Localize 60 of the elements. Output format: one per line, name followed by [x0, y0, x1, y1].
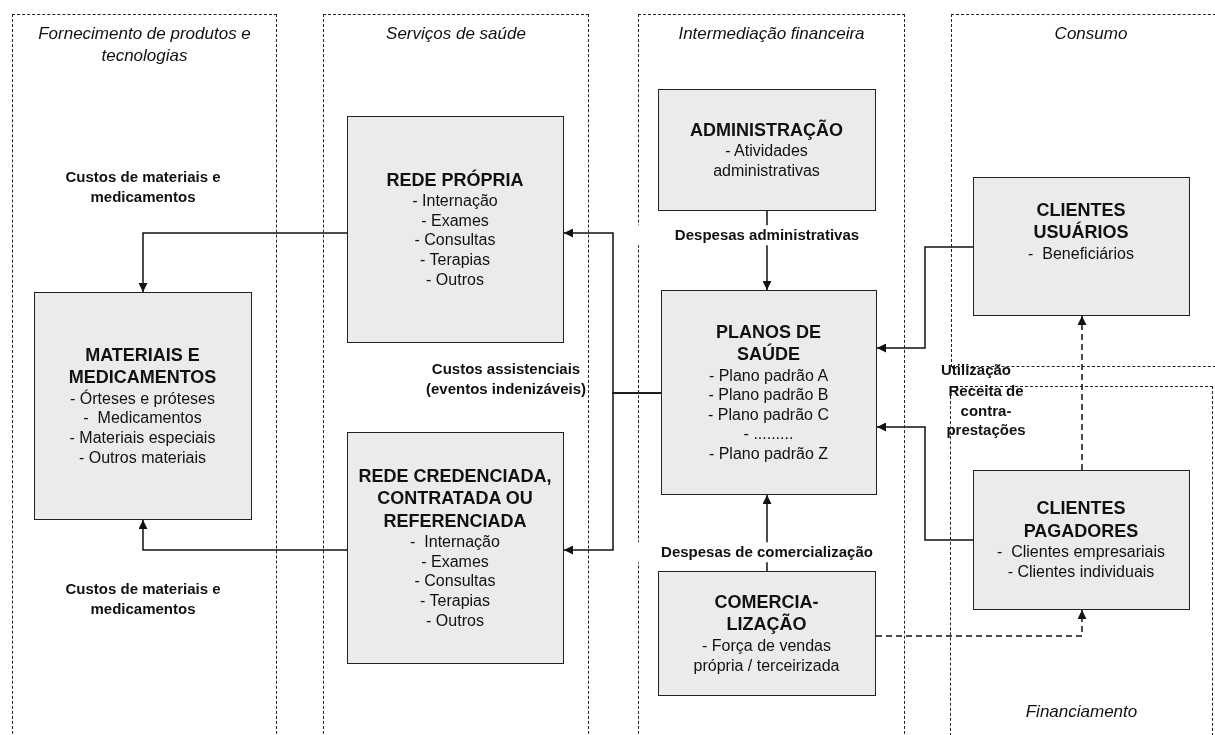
region-title: Fornecimento de produtos e tecnologias: [37, 23, 252, 68]
list-item: - Internação: [410, 532, 500, 552]
list-item: - Outros: [426, 269, 484, 290]
process-box: [346, 115, 564, 343]
dashed-region: [638, 14, 905, 735]
process-box: [972, 176, 1190, 316]
box-heading: CLIENTES USUÁRIOS: [1032, 198, 1130, 244]
dashed-region: [323, 14, 589, 735]
list-item: - Medicamentos: [83, 408, 202, 428]
list-item: - Terapias: [420, 591, 490, 611]
edge-label: Utilização: [940, 360, 1012, 380]
arrow: [563, 392, 662, 555]
list-item: - .........: [743, 424, 794, 444]
dashed-arrow: [875, 609, 1087, 637]
list-item: - Força de vendas própria / terceirizada: [692, 636, 841, 675]
box-heading: PLANOS DE SAÚDE: [715, 320, 822, 366]
list-item: - Clientes individuais: [1007, 562, 1155, 582]
list-item: - Exames: [421, 551, 489, 572]
list-item: - Outros materiais: [78, 447, 207, 468]
region-title: Intermediação financeira: [678, 23, 865, 45]
list-item: - Consultas: [414, 230, 496, 250]
list-item: - Plano padrão A: [708, 365, 829, 386]
box-heading: CLIENTES PAGADORES: [1022, 497, 1140, 543]
box-heading: REDE CREDENCIADA, CONTRATADA OU REFERENCIADA: [357, 464, 553, 533]
list-item: - Plano padrão B: [708, 385, 829, 405]
list-item: - Exames: [421, 210, 489, 231]
list-item: - Outros: [426, 610, 484, 631]
edge-label: Custos de materiais e medicamentos: [64, 166, 222, 206]
dashed-region: [12, 14, 277, 735]
edge-label: Receita de contra-prestações: [945, 380, 1027, 440]
process-box: [33, 291, 252, 520]
list-item: - Internação: [412, 191, 498, 211]
box-heading: REDE PRÓPRIA: [386, 168, 524, 192]
list-item: - Terapias: [420, 250, 490, 270]
dashed-arrow: [1077, 315, 1087, 471]
list-item: - Consultas: [414, 571, 496, 591]
region-title: Serviços de saúde: [386, 23, 526, 45]
arrow: [138, 519, 348, 551]
edge-label: Custos de materiais e medicamentos: [64, 578, 222, 618]
edge-label: Custos assistenciais (eventos indenizáveis): [424, 358, 588, 398]
box-heading: MATERIAIS E MEDICAMENTOS: [67, 343, 218, 389]
region-title: Consumo: [1054, 23, 1128, 45]
process-box: [657, 88, 876, 211]
list-item: - Órteses e próteses: [70, 388, 215, 409]
list-item: - Beneficiários: [1028, 243, 1134, 264]
process-box: [972, 469, 1190, 610]
process-box: [346, 431, 564, 664]
arrow: [876, 246, 974, 353]
box-heading: COMERCIA-LIZAÇÃO: [713, 591, 820, 636]
process-box: [657, 570, 876, 696]
list-item: - Clientes empresariais: [996, 542, 1166, 562]
list-item: - Materiais especiais: [69, 428, 216, 448]
list-item: - Plano padrão C: [708, 404, 829, 425]
box-heading: ADMINISTRAÇÃO: [690, 118, 843, 142]
arrow: [876, 422, 974, 541]
arrow: [138, 232, 348, 293]
list-item: - Atividades administrativas: [712, 141, 821, 181]
list-item: - Plano padrão Z: [708, 443, 829, 464]
region-title: Financiamento: [1025, 700, 1138, 723]
process-box: [660, 289, 877, 495]
